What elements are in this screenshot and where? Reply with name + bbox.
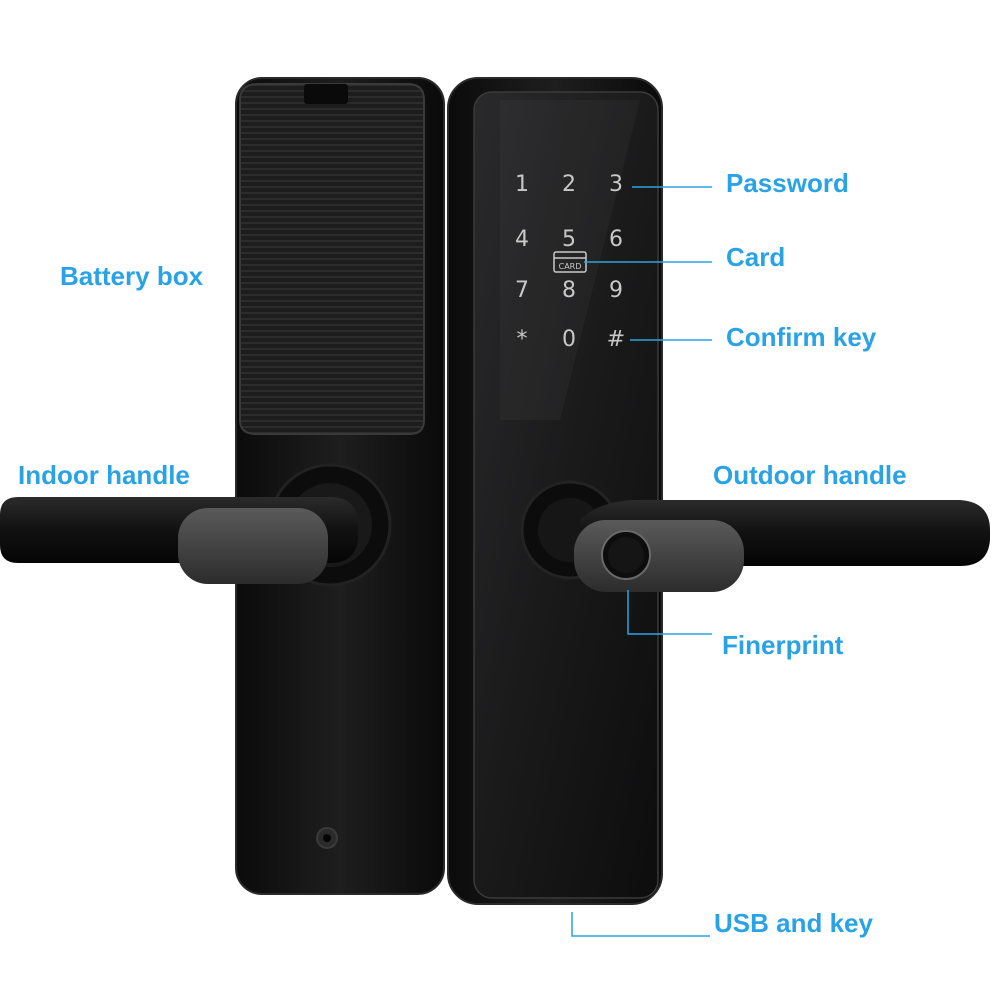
keypad-key: 3 (609, 172, 623, 197)
keypad-key: 8 (562, 278, 576, 303)
keyhole (316, 827, 338, 849)
indoor-handle-grip (178, 508, 328, 584)
battery-box-label: Battery box (60, 261, 204, 291)
card-label: Card (726, 242, 786, 272)
fingerprint-sensor (601, 530, 651, 580)
usb-and-key-label: USB and key (714, 908, 873, 938)
keypad-key: 0 (562, 327, 576, 352)
card-icon-text: CARD (559, 262, 582, 271)
outdoor-handle-grip (574, 520, 744, 592)
keypad-key: 1 (515, 172, 529, 197)
keypad-key: 5 (562, 227, 576, 252)
keypad-key: # (607, 327, 625, 352)
fingerprint-leader-line (627, 590, 712, 635)
keypad-key: 2 (562, 172, 576, 197)
battery-box-cover (239, 83, 425, 435)
confirm-key-label: Confirm key (726, 322, 877, 352)
battery-latch (304, 84, 348, 104)
touch-keypad: 1 2 3 4 5 6 7 8 9 * 0 # (515, 172, 625, 352)
keypad-key: 6 (609, 227, 623, 252)
outdoor-handle-label: Outdoor handle (713, 460, 907, 490)
outdoor-handle (520, 480, 990, 592)
keypad-key: 4 (515, 227, 529, 252)
keypad-key: * (517, 327, 528, 352)
usb-leader-line (571, 912, 710, 937)
leader-lines (571, 186, 712, 937)
indoor-handle-label: Indoor handle (18, 460, 190, 490)
indoor-handle (0, 463, 392, 587)
password-label: Password (726, 168, 849, 198)
fingerprint-label: Finerprint (722, 630, 844, 660)
keypad-key: 9 (609, 278, 623, 303)
keypad-key: 7 (515, 278, 529, 303)
